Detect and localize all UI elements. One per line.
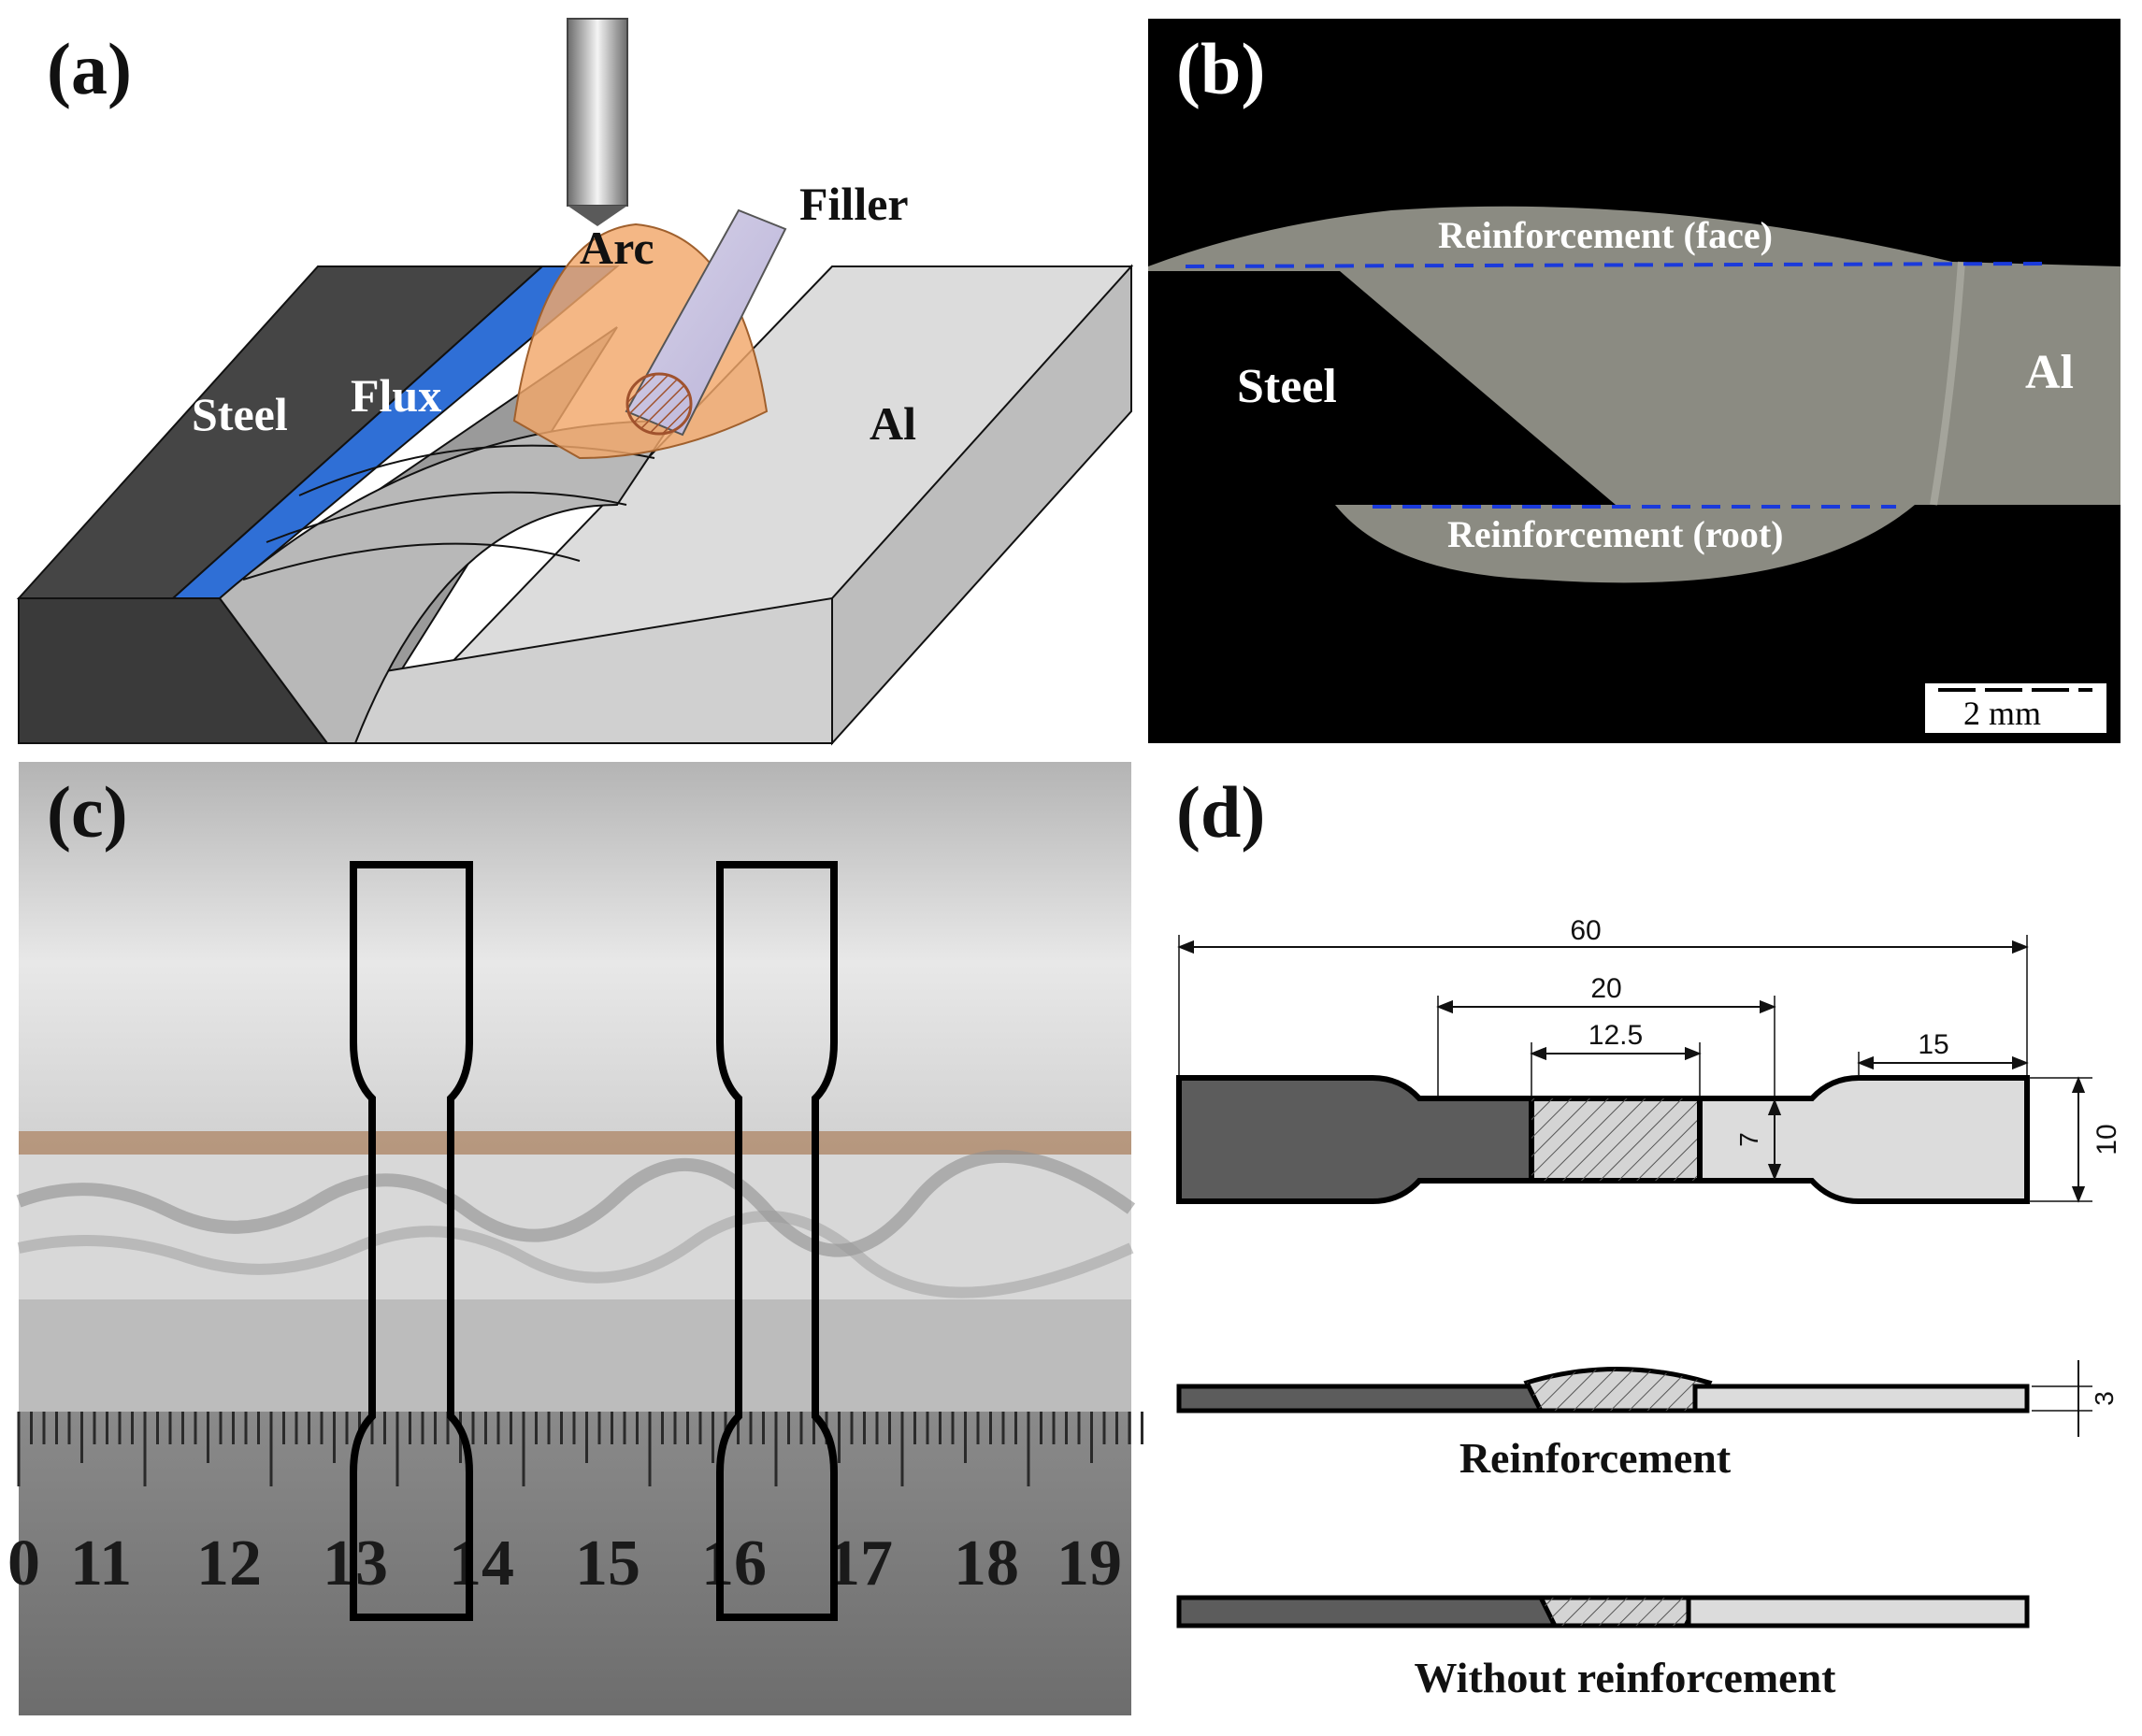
bead-ripple-2 xyxy=(266,491,627,543)
ruler-label-14: 14 xyxy=(449,1528,514,1600)
panel-c-label: (c) xyxy=(47,771,128,853)
scale-bar-text: 2 mm xyxy=(1963,695,2041,732)
dim-7-text: 7 xyxy=(1734,1132,1763,1147)
side-steel-reinf xyxy=(1176,1384,1545,1413)
bead-texture xyxy=(16,1149,1136,1257)
torch-tip xyxy=(568,206,627,226)
specimen-drawing: 60 20 12.5 15 10 7 3 Reinforcement W xyxy=(1176,915,2122,1701)
weld-photo: 0 11 12 13 14 15 16 17 18 19 xyxy=(7,762,1522,1715)
side-weld-reinf-hatch xyxy=(1527,1369,1709,1411)
specimen-outline-1 xyxy=(350,861,473,1621)
al-plate-side xyxy=(831,264,1132,746)
panel-a: Steel Flux Arc Filler Al xyxy=(16,18,1134,746)
ruler-label-16: 16 xyxy=(701,1528,767,1600)
heat-tint xyxy=(19,1131,1131,1155)
dim-10-text: 10 xyxy=(2092,1124,2122,1155)
panel-b: Reinforcement (face) Steel Al Reinforcem… xyxy=(1148,19,2120,743)
ruler-label-0: 0 xyxy=(7,1528,40,1600)
torch xyxy=(567,18,628,207)
side-al-reinf xyxy=(1692,1384,2030,1413)
dim-60-text: 60 xyxy=(1570,915,1601,946)
panel-d: 60 20 12.5 15 10 7 3 Reinforcement W xyxy=(1148,762,2130,1715)
specimen-outline-2 xyxy=(716,861,838,1621)
panel-a-label: (a) xyxy=(47,28,132,109)
ruler-label-11: 11 xyxy=(70,1528,132,1600)
specimen-steel-top xyxy=(1176,1075,1534,1204)
bead-texture-2 xyxy=(17,1210,1134,1298)
label-steel-b: Steel xyxy=(1237,360,1337,413)
panel-c: 0 11 12 13 14 15 16 17 18 19 xyxy=(7,762,1522,1715)
welding-schematic: Steel Flux Arc Filler Al xyxy=(16,18,1134,746)
steel-region xyxy=(1148,271,1616,505)
ruler xyxy=(19,1412,1131,1715)
al-plate-photo xyxy=(19,762,1131,1164)
label-flux: Flux xyxy=(351,369,441,422)
haz-line xyxy=(1930,261,1965,506)
panel-b-label: (b) xyxy=(1176,28,1266,109)
steel-strip xyxy=(19,1299,1131,1412)
label-al-b: Al xyxy=(2025,346,2074,399)
label-reinf-face: Reinforcement (face) xyxy=(1438,214,1773,256)
dim-3-text: 3 xyxy=(2090,1391,2119,1406)
filler-tip xyxy=(625,372,693,436)
dim-15-text: 15 xyxy=(1918,1029,1948,1060)
caption-without: Without reinforcement xyxy=(1415,1654,1837,1701)
dim-125-text: 12.5 xyxy=(1589,1020,1643,1051)
specimen-weld-hatch xyxy=(1531,1098,1700,1181)
panel-d-label: (d) xyxy=(1176,771,1266,853)
ruler-label-18: 18 xyxy=(954,1528,1019,1600)
label-reinf-root: Reinforcement (root) xyxy=(1447,513,1784,555)
caption-reinforcement: Reinforcement xyxy=(1459,1434,1732,1482)
ruler-label-19: 19 xyxy=(1057,1528,1122,1600)
face-dash-line xyxy=(1185,262,2047,268)
ruler-label-17: 17 xyxy=(827,1528,893,1600)
bead-ripple-3 xyxy=(242,542,581,581)
side-steel-plain xyxy=(1176,1595,1556,1628)
label-arc: Arc xyxy=(580,222,654,274)
specimen-al-top xyxy=(1697,1075,2030,1204)
label-filler: Filler xyxy=(799,178,909,230)
side-weld-plain-hatch xyxy=(1541,1598,1700,1626)
side-al-plain xyxy=(1686,1595,2030,1628)
dim-20-text: 20 xyxy=(1590,973,1621,1004)
ruler-label-12: 12 xyxy=(196,1528,262,1600)
macrograph: Reinforcement (face) Steel Al Reinforcem… xyxy=(1148,206,2120,735)
label-steel: Steel xyxy=(192,388,288,440)
label-al: Al xyxy=(870,397,916,450)
ruler-label-15: 15 xyxy=(575,1528,640,1600)
